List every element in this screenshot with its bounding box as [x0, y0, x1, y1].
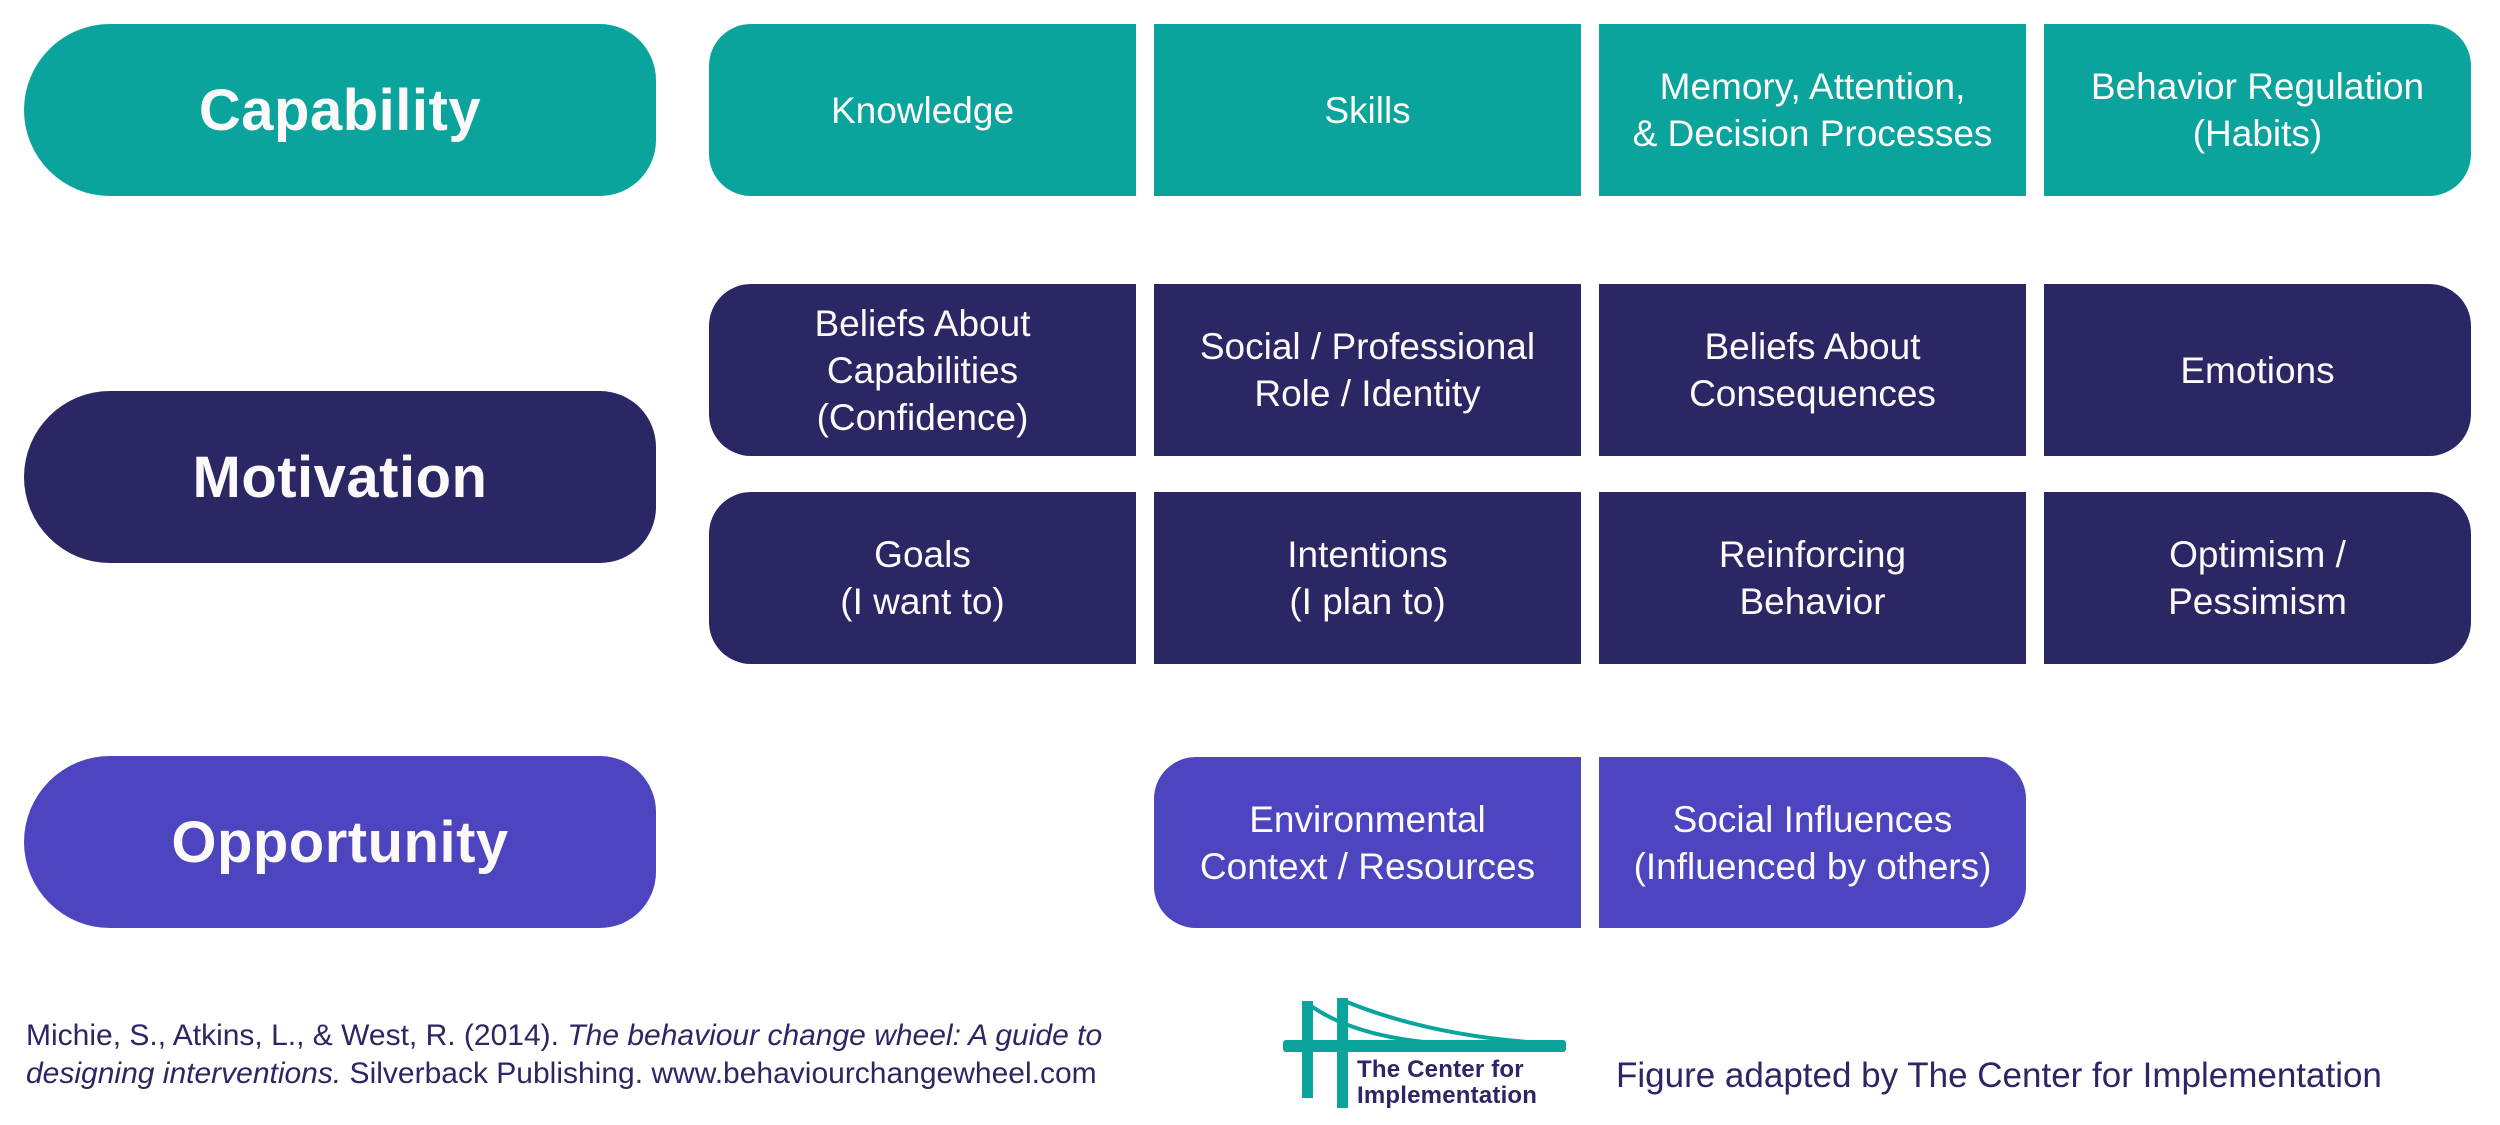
box-reinforcing-behavior: Reinforcing Behavior	[1599, 492, 2026, 664]
box-social-influences: Social Influences (Influenced by others)	[1599, 757, 2026, 928]
citation-title-part2: designing interventions.	[26, 1057, 342, 1090]
bridge-tower-right	[1337, 998, 1348, 1108]
motivation-pill: Motivation	[24, 391, 656, 563]
box-intentions: Intentions (I plan to)	[1154, 492, 1581, 664]
box-optimism-pessimism: Optimism / Pessimism	[2044, 492, 2471, 664]
citation-line-1: Michie, S., Atkins, L., & West, R. (2014…	[26, 1017, 1326, 1055]
box-environmental-context: Environmental Context / Resources	[1154, 757, 1581, 928]
opportunity-pill: Opportunity	[24, 756, 656, 928]
bridge-cable-left	[1305, 1001, 1449, 1046]
motivation-row-1: Beliefs About Capabilities (Confidence) …	[709, 284, 2471, 456]
logo-wordmark-line2: Implementation	[1357, 1082, 1538, 1109]
figure-credit: Figure adapted by The Center for Impleme…	[1616, 1056, 2382, 1095]
box-goals: Goals (I want to)	[709, 492, 1136, 664]
bridge-logo-icon	[1283, 998, 1566, 1108]
box-emotions: Emotions	[2044, 284, 2471, 456]
citation-publisher: Silverback Publishing. www.behaviourchan…	[341, 1057, 1097, 1090]
motivation-row-2: Goals (I want to) Intentions (I plan to)…	[709, 492, 2471, 664]
box-skills: Skills	[1154, 24, 1581, 196]
logo-wordmark: The Center for Implementation	[1357, 1057, 1537, 1109]
citation-title-part1: The behaviour change wheel: A guide to	[567, 1019, 1103, 1052]
box-knowledge: Knowledge	[709, 24, 1136, 196]
logo-wordmark-line1: The Center for	[1357, 1056, 1524, 1083]
bridge-cable-right	[1340, 998, 1560, 1046]
box-behavior-regulation: Behavior Regulation (Habits)	[2044, 24, 2471, 196]
citation: Michie, S., Atkins, L., & West, R. (2014…	[26, 1017, 1326, 1093]
box-social-professional-role: Social / Professional Role / Identity	[1154, 284, 1581, 456]
capability-row: Knowledge Skills Memory, Attention, & De…	[709, 24, 2471, 196]
box-memory-attention-decision: Memory, Attention, & Decision Processes	[1599, 24, 2026, 196]
citation-authors: Michie, S., Atkins, L., & West, R. (2014…	[26, 1019, 568, 1052]
bridge-deck	[1283, 1040, 1566, 1052]
bridge-tower-left	[1302, 1001, 1313, 1098]
citation-line-2: designing interventions. Silverback Publ…	[26, 1055, 1326, 1093]
capability-pill: Capability	[24, 24, 656, 196]
box-beliefs-about-capabilities: Beliefs About Capabilities (Confidence)	[709, 284, 1136, 456]
box-beliefs-about-consequences: Beliefs About Consequences	[1599, 284, 2026, 456]
